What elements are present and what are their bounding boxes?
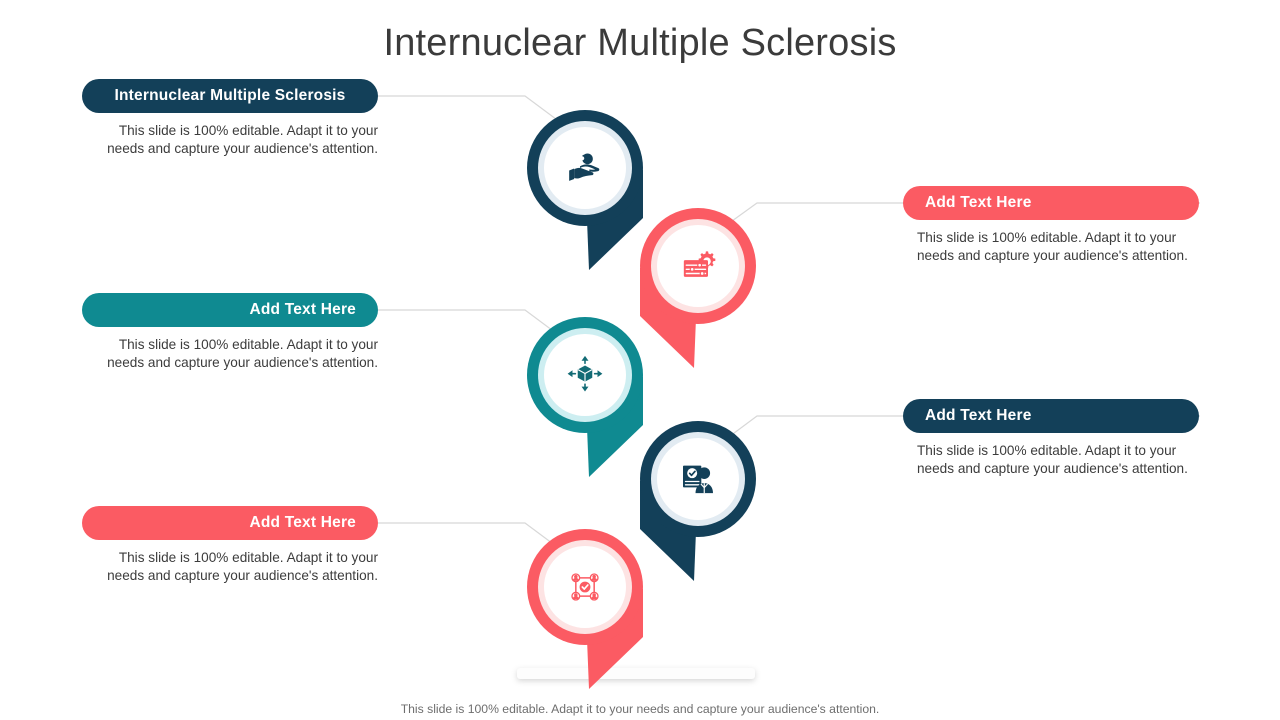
badge-text-4: Add Text Here [925,407,1032,424]
person-approved-document-icon [668,449,728,509]
badge-label-1[interactable]: Internuclear Multiple Sclerosis [82,79,378,113]
team-network-check-icon [555,557,615,617]
badge-text-5: Add Text Here [249,514,356,531]
badge-label-4[interactable]: Add Text Here [903,399,1199,433]
body-text-4: This slide is 100% editable. Adapt it to… [917,443,1188,477]
badge-text-3: Add Text Here [249,301,356,318]
body-text-5: This slide is 100% editable. Adapt it to… [107,550,378,584]
pin-marker-3[interactable] [527,317,643,477]
hand-holding-person-gear-icon [555,138,615,198]
body-text-2: This slide is 100% editable. Adapt it to… [917,230,1188,264]
text-block-3: Add Text Here This slide is 100% editabl… [82,293,378,373]
footer-note: This slide is 100% editable. Adapt it to… [400,702,880,716]
text-block-1: Internuclear Multiple Sclerosis This sli… [82,79,378,159]
pin-marker-4[interactable] [640,421,756,581]
cube-expand-arrows-icon [555,345,615,405]
badge-label-3[interactable]: Add Text Here [82,293,378,327]
base-shadow-bar [517,668,755,679]
badge-text-2: Add Text Here [925,194,1032,211]
body-text-3: This slide is 100% editable. Adapt it to… [107,337,378,371]
badge-label-5[interactable]: Add Text Here [82,506,378,540]
text-block-5: Add Text Here This slide is 100% editabl… [82,506,378,586]
settings-sliders-gear-icon [668,236,728,296]
pin-marker-5[interactable] [527,529,643,689]
badge-text-1: Internuclear Multiple Sclerosis [114,87,346,104]
body-text-1: This slide is 100% editable. Adapt it to… [107,123,378,157]
text-block-4: Add Text Here This slide is 100% editabl… [903,399,1199,479]
pin-icon-plate-1 [544,127,626,209]
pin-marker-2[interactable] [640,208,756,368]
pin-marker-1[interactable] [527,110,643,270]
badge-label-2[interactable]: Add Text Here [903,186,1199,220]
text-block-2: Add Text Here This slide is 100% editabl… [903,186,1199,266]
page-title: Internuclear Multiple Sclerosis [383,22,897,64]
